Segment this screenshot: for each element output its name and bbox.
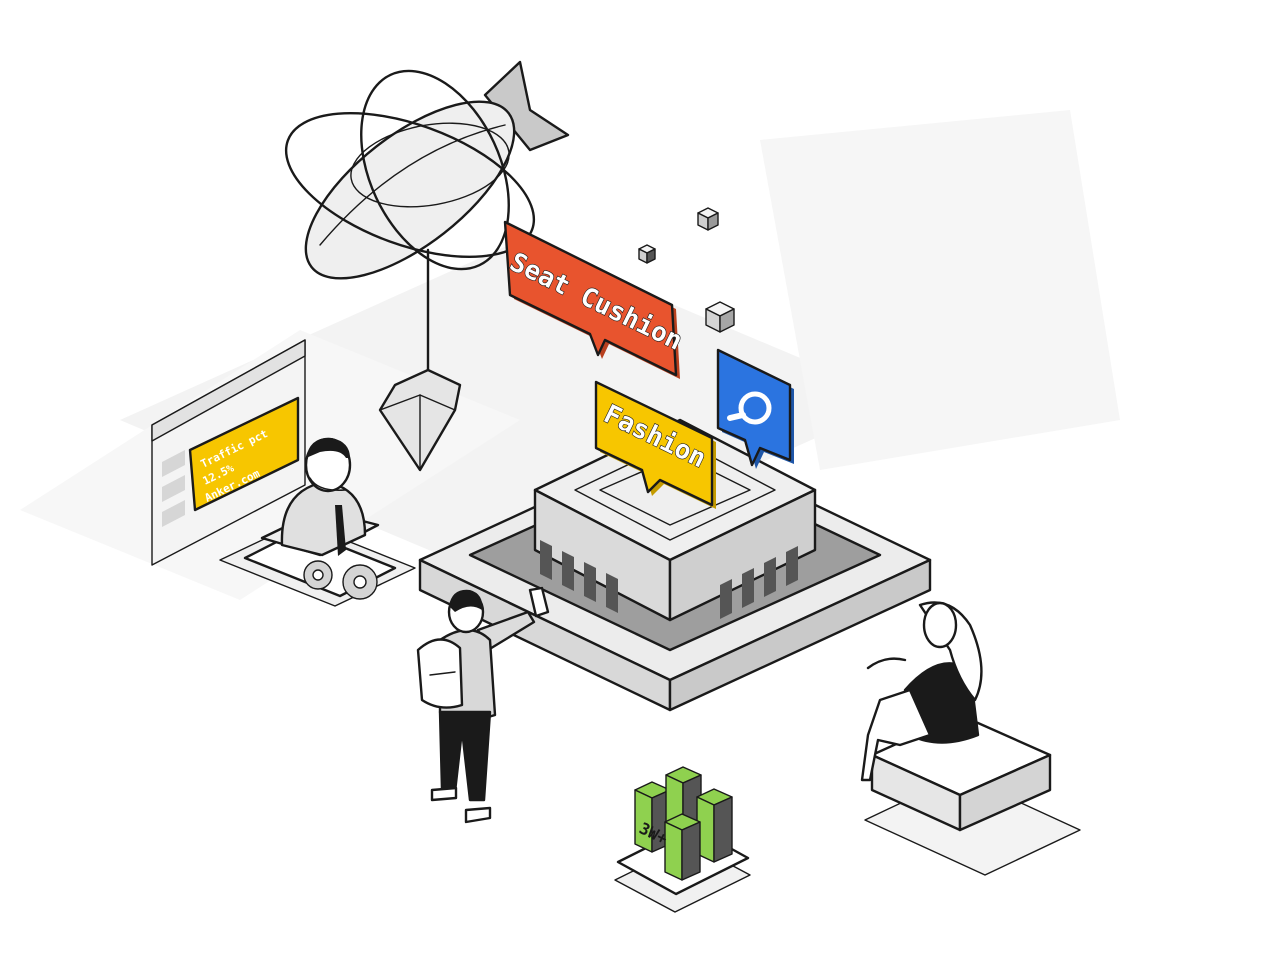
server-tower	[664, 813, 701, 881]
server-towers: 3W+	[614, 766, 751, 913]
central-platform	[418, 418, 932, 712]
blimp-icon	[284, 60, 570, 472]
server-tower	[696, 788, 733, 863]
fashion-bubble: Fashion	[594, 380, 716, 509]
chip-pins	[540, 540, 798, 619]
search-icon	[727, 391, 772, 425]
man-with-phone	[416, 586, 550, 824]
floating-cubes	[638, 207, 735, 333]
gear-icon	[303, 560, 378, 600]
seat-cushion-bubble: Seat Cushion	[503, 220, 688, 379]
search-bubble	[716, 348, 794, 469]
diamond-icon	[378, 368, 462, 472]
seated-woman	[860, 601, 1081, 876]
support-agent	[219, 437, 416, 607]
browser-window: Traffic pct 12.5% Anker.com	[151, 339, 306, 566]
